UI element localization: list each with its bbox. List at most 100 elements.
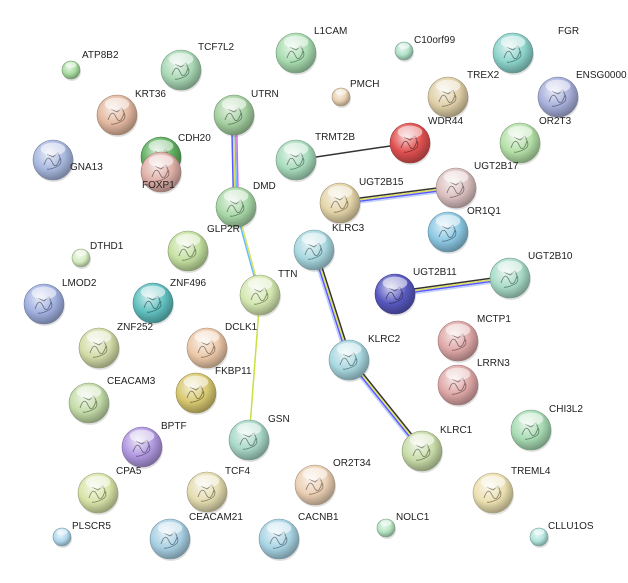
node-highlight <box>480 475 506 489</box>
node-label-klrc2: KLRC2 <box>368 334 401 345</box>
node-tcf4[interactable] <box>186 471 228 514</box>
node-trex2[interactable] <box>427 76 469 119</box>
node-label-atp8b2: ATP8B2 <box>82 50 119 61</box>
node-wdr44[interactable] <box>389 122 431 165</box>
node-highlight <box>194 474 220 488</box>
node-plscr5[interactable] <box>52 527 72 548</box>
node-or2t3[interactable] <box>499 122 541 165</box>
node-l1cam[interactable] <box>275 32 317 75</box>
node-highlight <box>65 62 77 68</box>
node-label-plscr5: PLSCR5 <box>72 521 111 532</box>
node-label-trex2: TREX2 <box>467 70 500 81</box>
edge-ttn-gsn[interactable] <box>248 294 261 441</box>
node-highlight <box>533 529 545 535</box>
node-ugt2b17[interactable] <box>435 167 477 210</box>
node-dclk1[interactable] <box>186 327 228 370</box>
node-highlight <box>380 520 392 526</box>
node-label-mctp1: MCTP1 <box>477 314 511 325</box>
node-ugt2b11[interactable] <box>374 273 416 316</box>
node-label-fkbp11: FKBP11 <box>215 366 252 377</box>
node-klrc1[interactable] <box>401 430 443 473</box>
node-label-cllu1os: CLLU1OS <box>548 521 594 532</box>
node-label-krt36: KRT36 <box>135 89 166 100</box>
node-ttn[interactable] <box>239 274 281 317</box>
node-highlight <box>247 277 273 291</box>
node-dmd[interactable] <box>215 186 257 229</box>
node-highlight <box>397 125 423 139</box>
node-krt36[interactable] <box>96 94 138 137</box>
node-ugt2b15[interactable] <box>319 182 361 225</box>
node-nolc1[interactable] <box>376 518 396 539</box>
node-chi3l2[interactable] <box>510 409 552 452</box>
node-highlight <box>283 35 309 49</box>
node-label-tcf4: TCF4 <box>225 466 250 477</box>
node-highlight <box>168 52 194 66</box>
node-highlight <box>283 142 309 156</box>
node-highlight <box>382 276 408 290</box>
node-label-lrrn3: LRRN3 <box>477 358 510 369</box>
node-highlight <box>221 97 247 111</box>
node-label-ugt2b17: UGT2B17 <box>474 161 519 172</box>
node-or2t34[interactable] <box>294 464 336 507</box>
node-label-ugt2b10: UGT2B10 <box>528 251 573 262</box>
node-znf496[interactable] <box>132 282 174 325</box>
node-fkbp11[interactable] <box>175 372 217 415</box>
node-label-or1q1: OR1Q1 <box>467 206 501 217</box>
node-trmt2b[interactable] <box>275 139 317 182</box>
node-c10orf99[interactable] <box>394 41 414 62</box>
node-treml4[interactable] <box>472 472 514 515</box>
node-label-bptf: BPTF <box>161 421 187 432</box>
node-mctp1[interactable] <box>437 320 479 363</box>
node-label-foxp1: FOXP1 <box>142 180 175 191</box>
node-ceacam3[interactable] <box>68 382 110 425</box>
node-highlight <box>335 89 347 95</box>
node-ugt2b10[interactable] <box>489 257 531 300</box>
node-highlight <box>336 342 362 356</box>
node-znf252[interactable] <box>78 327 120 370</box>
node-highlight <box>443 170 469 184</box>
node-utrn[interactable] <box>213 94 255 137</box>
node-highlight <box>507 125 533 139</box>
node-cacnb1[interactable] <box>258 518 300 561</box>
node-label-ugt2b15: UGT2B15 <box>359 177 404 188</box>
node-highlight <box>140 285 166 299</box>
node-tcf7l2[interactable] <box>160 49 202 92</box>
node-gsn[interactable] <box>228 419 270 462</box>
node-highlight <box>398 43 410 49</box>
node-label-cacnb1: CACNB1 <box>298 512 339 523</box>
node-label-klrc3: KLRC3 <box>332 223 365 234</box>
node-or1q1[interactable] <box>427 211 469 254</box>
node-pmch[interactable] <box>331 87 351 108</box>
node-lrrn3[interactable] <box>437 364 479 407</box>
node-highlight <box>500 35 526 49</box>
node-highlight <box>445 323 471 337</box>
node-label-gsn: GSN <box>268 414 290 425</box>
node-highlight <box>545 79 571 93</box>
node-cpa5[interactable] <box>77 472 119 515</box>
node-highlight <box>223 189 249 203</box>
node-label-ugt2b11: UGT2B11 <box>413 267 457 278</box>
node-gna13[interactable] <box>32 139 74 182</box>
node-dthd1[interactable] <box>71 248 91 269</box>
node-label-tcf7l2: TCF7L2 <box>198 42 235 53</box>
node-highlight <box>157 521 183 535</box>
node-atp8b2[interactable] <box>61 60 81 81</box>
node-glp2r[interactable] <box>167 230 209 273</box>
node-highlight <box>75 250 87 256</box>
node-highlight <box>301 232 327 246</box>
node-highlight <box>497 260 523 274</box>
node-highlight <box>175 233 201 247</box>
node-klrc2[interactable] <box>328 339 370 382</box>
node-ensg0000[interactable] <box>537 76 579 119</box>
node-bptf[interactable] <box>121 426 163 469</box>
node-klrc3[interactable] <box>293 229 335 272</box>
node-fgr[interactable] <box>492 32 534 75</box>
node-cllu1os[interactable] <box>529 527 549 548</box>
node-highlight <box>148 139 174 153</box>
node-lmod2[interactable] <box>23 283 65 326</box>
node-foxp1[interactable] <box>140 151 182 194</box>
node-label-trmt2b: TRMT2B <box>315 132 355 143</box>
node-ceacam21[interactable] <box>149 518 191 561</box>
